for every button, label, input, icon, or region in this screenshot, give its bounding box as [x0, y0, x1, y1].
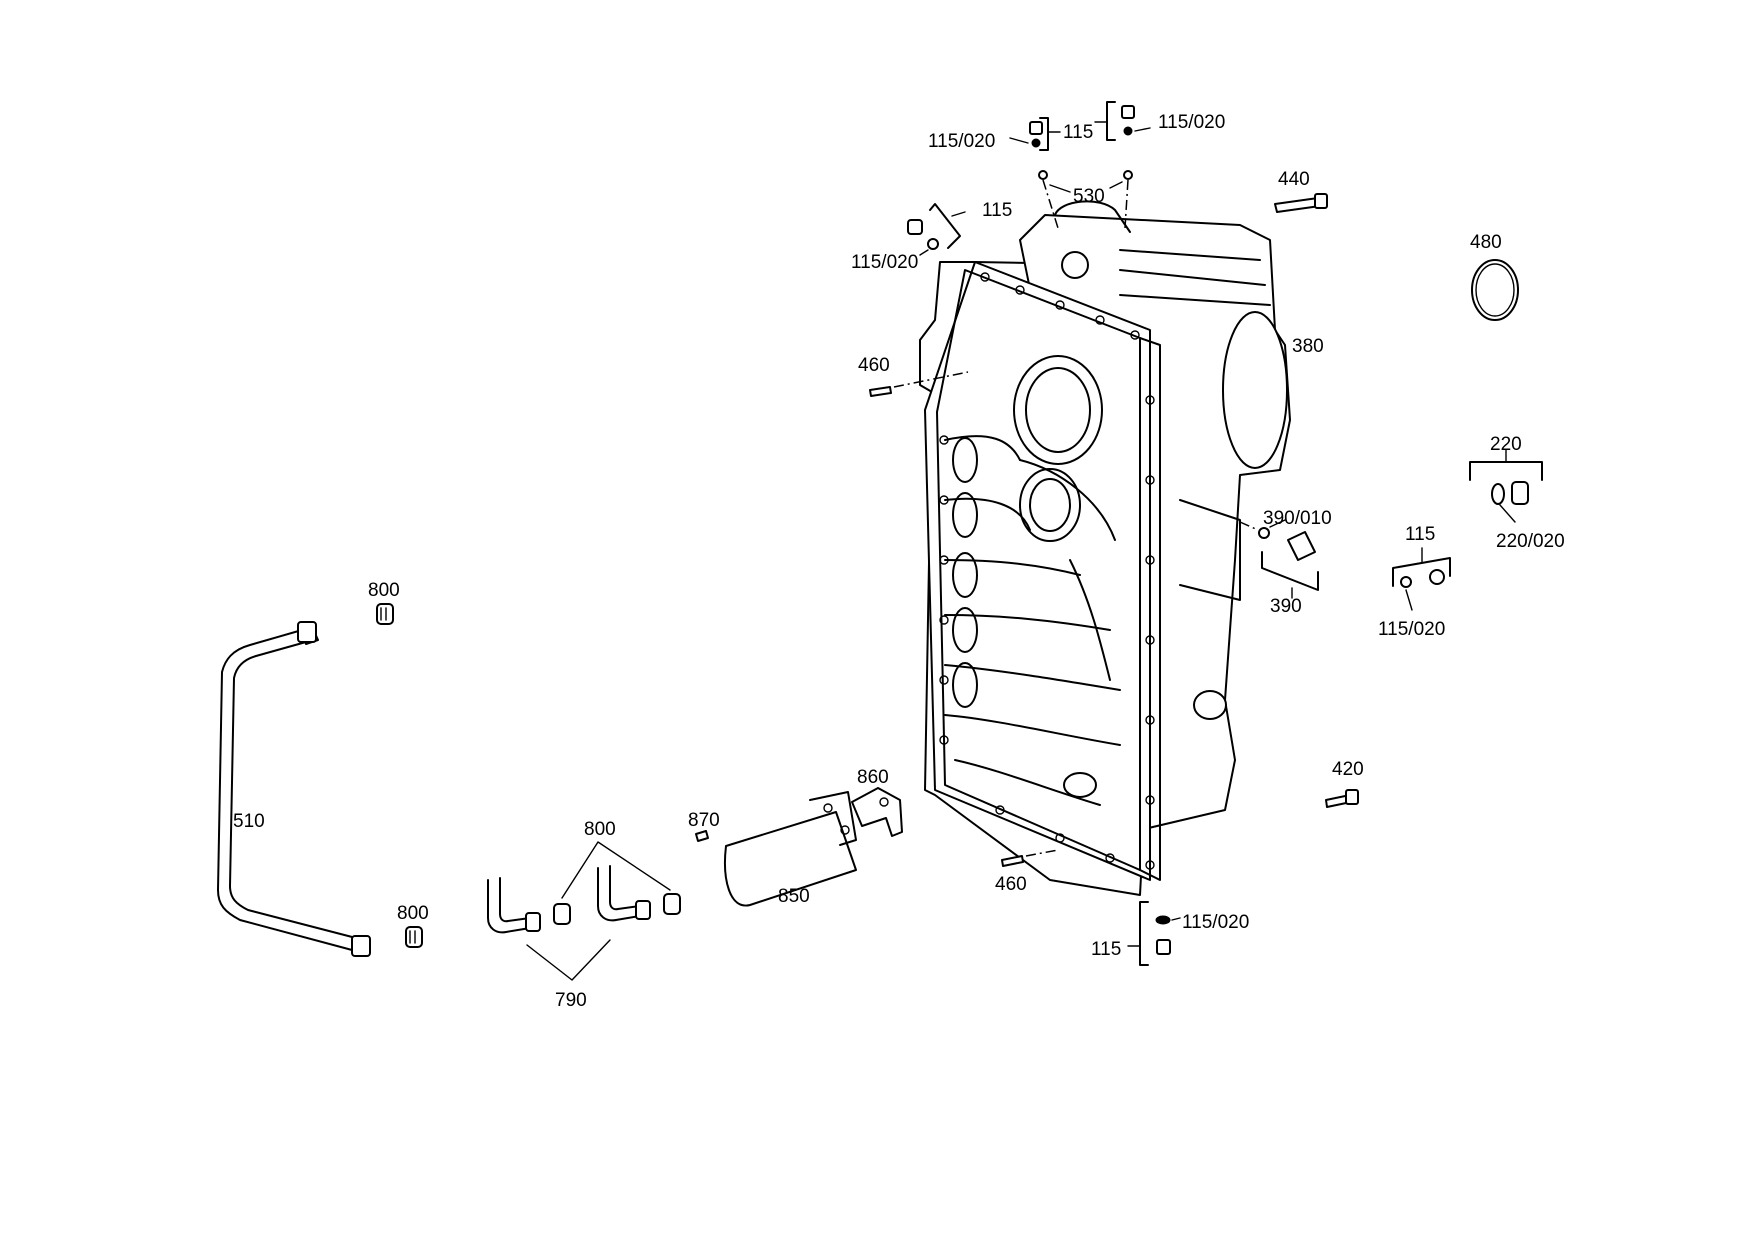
label-870: 870	[688, 810, 720, 831]
part-870-screw	[695, 830, 709, 842]
label-510: 510	[233, 811, 265, 832]
label-220-020: 220/020	[1496, 531, 1565, 552]
label-115-right: 115	[1405, 524, 1435, 545]
label-530: 530	[1073, 186, 1105, 207]
label-115-top-mid: 115	[1063, 122, 1093, 143]
label-115-020-upper-left: 115/020	[851, 252, 918, 273]
part-800-plug-bottom	[405, 926, 423, 948]
label-440: 440	[1278, 169, 1310, 190]
label-800-top: 800	[368, 580, 400, 601]
label-115-020-top-right: 115/020	[1158, 112, 1225, 133]
part-530-dowels	[1038, 170, 1133, 229]
label-220: 220	[1490, 434, 1522, 455]
label-460-upper: 460	[858, 355, 890, 376]
label-115-020-bottom: 115/020	[1182, 912, 1249, 933]
part-220-group	[1469, 449, 1543, 523]
label-420: 420	[1332, 759, 1364, 780]
part-800-plugs-middle	[553, 841, 681, 925]
part-115-upper-left-group	[907, 203, 966, 256]
part-460-upper-pin	[869, 371, 969, 397]
label-480: 480	[1470, 232, 1502, 253]
part-115-top-group	[1009, 101, 1151, 151]
label-800-mid: 800	[584, 819, 616, 840]
label-390-010: 390/010	[1263, 508, 1332, 529]
label-115-020-top-left: 115/020	[928, 131, 995, 152]
transmission-housing	[919, 200, 1291, 896]
label-390: 390	[1270, 596, 1302, 617]
part-390-group	[1239, 519, 1319, 599]
label-115-020-right: 115/020	[1378, 619, 1445, 640]
part-860-bracket	[851, 787, 903, 837]
part-420-bolt	[1325, 789, 1359, 808]
part-480-o-ring	[1471, 259, 1519, 321]
part-850-filter	[724, 791, 857, 907]
label-800-low: 800	[397, 903, 429, 924]
part-510-oil-pipe	[217, 621, 371, 957]
label-115-upper-left: 115	[982, 200, 1012, 221]
label-790: 790	[555, 990, 587, 1011]
part-440-bolt	[1274, 193, 1328, 213]
label-860: 860	[857, 767, 889, 788]
part-790-elbow-fittings	[487, 865, 651, 981]
part-115-right-group	[1392, 547, 1451, 611]
part-800-plug-top	[376, 603, 394, 625]
label-850: 850	[778, 886, 810, 907]
part-labels: 115/020 115 115/020 530 115 115/020 440 …	[233, 112, 1565, 1011]
label-380: 380	[1292, 336, 1324, 357]
label-115-bottom: 115	[1091, 939, 1121, 960]
label-460-lower: 460	[995, 874, 1027, 895]
part-460-lower-pin	[1001, 849, 1059, 867]
part-115-bottom-group	[1127, 901, 1181, 966]
